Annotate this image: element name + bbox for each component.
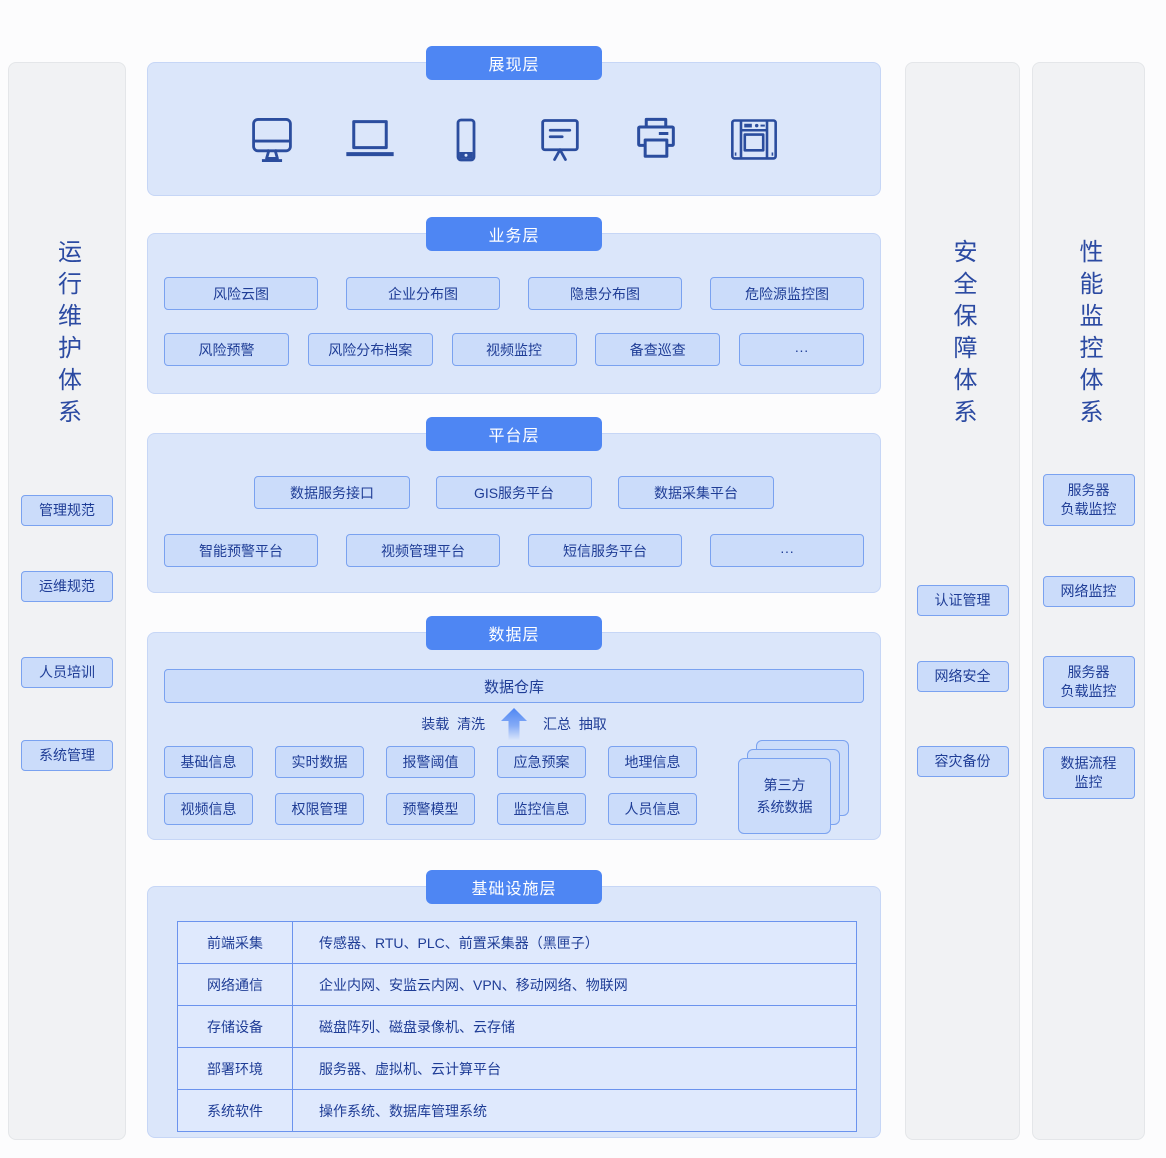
data-item-basic-info: 基础信息	[164, 746, 253, 778]
table-row: 网络通信 企业内网、安监云内网、VPN、移动网络、物联网	[178, 964, 856, 1006]
platform-item-data-service-api: 数据服务接口	[254, 476, 410, 509]
etl-flow-row: 装载 清洗 汇总 抽取	[148, 707, 880, 741]
perf-item-server-load-monitor-2: 服务器 负载监控	[1042, 656, 1135, 708]
performance-monitoring-column: 性能监控体系 服务器 负载监控 网络监控 服务器 负载监控 数据流程 监控	[1032, 62, 1145, 1140]
data-item-video-info: 视频信息	[164, 793, 253, 825]
infrastructure-layer-badge: 基础设施层	[426, 870, 602, 904]
business-item-enterprise-distribution: 企业分布图	[346, 277, 500, 310]
data-item-monitor-info: 监控信息	[497, 793, 586, 825]
business-item-hazard-distribution: 隐患分布图	[528, 277, 682, 310]
business-item-inspection: 备查巡查	[595, 333, 721, 366]
data-item-geo-info: 地理信息	[608, 746, 697, 778]
security-assurance-title: 安全保障体系	[949, 239, 976, 431]
platform-item-data-collection: 数据采集平台	[618, 476, 774, 509]
laptop-icon	[342, 114, 398, 166]
data-item-alarm-threshold: 报警阈值	[386, 746, 475, 778]
data-warehouse-bar: 数据仓库	[164, 669, 864, 703]
warehouse-row: 数据仓库	[164, 669, 864, 703]
stack-card-front: 第三方 系统数据	[738, 758, 831, 834]
data-item-permission-mgmt: 权限管理	[275, 793, 364, 825]
platform-layer-badge: 平台层	[426, 417, 602, 451]
data-layer-panel: 数据仓库 装载 清洗 汇总 抽取 基础信息 实时数据 报警阈值 应急预案	[147, 632, 881, 840]
table-row: 系统软件 操作系统、数据库管理系统	[178, 1090, 856, 1131]
table-row: 部署环境 服务器、虚拟机、云计算平台	[178, 1048, 856, 1090]
up-arrow-icon	[501, 708, 527, 740]
third-party-line-2: 系统数据	[756, 799, 813, 815]
business-item-video-monitor: 视频监控	[451, 333, 577, 366]
platform-layer-panel: 数据服务接口 GIS服务平台 数据采集平台 智能预警平台 视频管理平台 短信服务…	[147, 433, 881, 593]
presentation-board-icon	[534, 114, 586, 166]
business-layer-badge: 业务层	[426, 217, 602, 251]
security-assurance-column: 安全保障体系 认证管理 网络安全 容灾备份	[905, 62, 1020, 1140]
business-item-danger-source-monitor: 危险源监控图	[710, 277, 864, 310]
platform-item-video-management: 视频管理平台	[346, 534, 500, 567]
business-item-ellipsis: ···	[739, 333, 864, 366]
infrastructure-table: 前端采集 传感器、RTU、PLC、前置采集器（黑匣子） 网络通信 企业内网、安监…	[177, 921, 857, 1132]
ops-item-om-spec: 运维规范	[21, 571, 113, 602]
infra-value-storage-device: 磁盘阵列、磁盘录像机、云存储	[319, 1018, 515, 1035]
business-layer-panel: 风险云图 企业分布图 隐患分布图 危险源监控图 风险预警 风险分布档案 视频监控…	[147, 233, 881, 394]
infra-value-deploy-env: 服务器、虚拟机、云计算平台	[319, 1060, 501, 1077]
data-item-realtime-data: 实时数据	[275, 746, 364, 778]
ops-item-personnel-training: 人员培训	[21, 657, 113, 688]
infra-label-network-comm: 网络通信	[178, 964, 293, 1005]
platform-item-sms-service: 短信服务平台	[528, 534, 682, 567]
infra-value-frontend-collection: 传感器、RTU、PLC、前置采集器（黑匣子）	[319, 934, 599, 951]
platform-item-smart-warning: 智能预警平台	[164, 534, 318, 567]
business-item-risk-archive: 风险分布档案	[307, 333, 433, 366]
perf-item-server-load-monitor-1: 服务器 负载监控	[1042, 474, 1135, 526]
presentation-layer-badge: 展现层	[426, 46, 602, 80]
infra-label-storage-device: 存储设备	[178, 1006, 293, 1047]
ops-item-management-spec: 管理规范	[21, 495, 113, 526]
table-row: 存储设备 磁盘阵列、磁盘录像机、云存储	[178, 1006, 856, 1048]
device-icon-row	[148, 63, 880, 195]
data-item-personnel-info: 人员信息	[608, 793, 697, 825]
mobile-phone-icon	[442, 114, 490, 166]
security-item-disaster-backup: 容灾备份	[916, 746, 1009, 777]
business-row-1: 风险云图 企业分布图 隐患分布图 危险源监控图	[164, 277, 864, 310]
business-item-risk-warning: 风险预警	[164, 333, 289, 366]
infra-label-frontend-collection: 前端采集	[178, 922, 293, 963]
etl-label-right: 汇总 抽取	[543, 716, 607, 732]
led-screen-icon	[726, 114, 782, 166]
security-item-network-security: 网络安全	[916, 661, 1009, 692]
perf-item-data-flow-monitor: 数据流程 监控	[1042, 747, 1135, 799]
platform-row-2: 智能预警平台 视频管理平台 短信服务平台 ···	[164, 534, 864, 567]
infra-label-system-software: 系统软件	[178, 1090, 293, 1131]
ops-maintenance-column: 运行维护体系 管理规范 运维规范 人员培训 系统管理	[8, 62, 126, 1140]
ops-maintenance-title: 运行维护体系	[53, 239, 81, 431]
etl-label-left: 装载 清洗	[421, 716, 485, 732]
data-row-1: 基础信息 实时数据 报警阈值 应急预案 地理信息	[164, 746, 864, 778]
business-row-2: 风险预警 风险分布档案 视频监控 备查巡查 ···	[164, 333, 864, 366]
platform-row-1: 数据服务接口 GIS服务平台 数据采集平台	[164, 476, 864, 509]
platform-item-ellipsis: ···	[710, 534, 864, 567]
data-layer-badge: 数据层	[426, 616, 602, 650]
data-item-emergency-plan: 应急预案	[497, 746, 586, 778]
data-row-2: 视频信息 权限管理 预警模型 监控信息 人员信息	[164, 793, 864, 825]
ops-item-system-management: 系统管理	[21, 740, 113, 771]
perf-item-network-monitor: 网络监控	[1042, 576, 1135, 607]
business-item-risk-cloud-map: 风险云图	[164, 277, 318, 310]
infra-value-system-software: 操作系统、数据库管理系统	[319, 1102, 487, 1119]
security-item-auth-mgmt: 认证管理	[916, 585, 1009, 616]
platform-item-gis-service: GIS服务平台	[436, 476, 592, 509]
third-party-data-stack: 第三方 系统数据	[738, 740, 850, 835]
third-party-line-1: 第三方	[763, 777, 806, 793]
infrastructure-layer-panel: 前端采集 传感器、RTU、PLC、前置采集器（黑匣子） 网络通信 企业内网、安监…	[147, 886, 881, 1138]
infra-value-network-comm: 企业内网、安监云内网、VPN、移动网络、物联网	[319, 976, 628, 993]
desktop-monitor-icon	[246, 114, 298, 166]
printer-icon	[630, 114, 682, 166]
infra-label-deploy-env: 部署环境	[178, 1048, 293, 1089]
data-item-warning-model: 预警模型	[386, 793, 475, 825]
table-row: 前端采集 传感器、RTU、PLC、前置采集器（黑匣子）	[178, 922, 856, 964]
presentation-layer-panel	[147, 62, 881, 196]
performance-monitoring-title: 性能监控体系	[1075, 239, 1102, 431]
